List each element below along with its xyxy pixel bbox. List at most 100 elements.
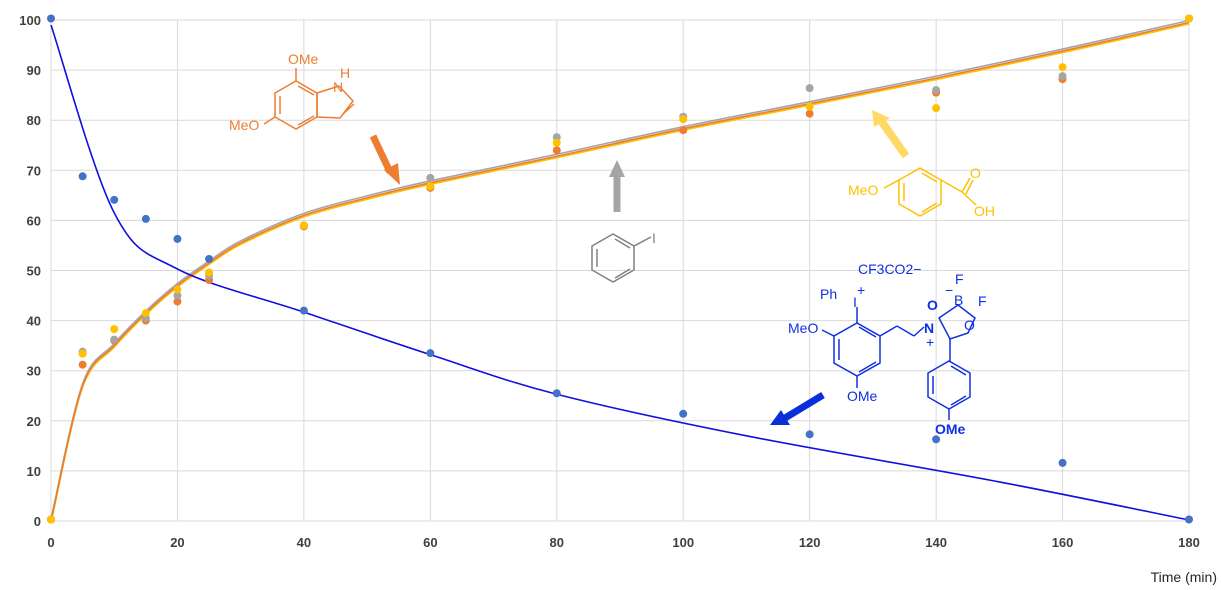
x-tick-label: 160: [1052, 535, 1074, 550]
y-tick-label: 60: [27, 213, 41, 228]
y-tick-label: 0: [34, 514, 41, 529]
y-tick-label: 50: [27, 264, 41, 279]
data-point: [205, 254, 214, 263]
y-tick-label: 100: [19, 13, 41, 28]
data-point: [679, 115, 688, 124]
x-tick-label: 20: [170, 535, 184, 550]
y-tick-label: 80: [27, 113, 41, 128]
data-point: [78, 360, 87, 369]
x-tick-label: 80: [550, 535, 564, 550]
data-point: [299, 221, 308, 230]
reagent-ome-aryl-label: OMe: [935, 421, 966, 437]
data-point: [110, 325, 119, 334]
x-tick-label: 0: [47, 535, 54, 550]
data-point: [932, 435, 941, 444]
fit-curve-rising: [50, 21, 1190, 522]
reagent-ph-label: Ph: [820, 286, 837, 302]
data-point: [173, 234, 182, 243]
blue-arrow: [770, 392, 825, 425]
anisic-oh-label: OH: [974, 203, 995, 219]
reagent-i-label: I: [853, 294, 857, 310]
y-tick-label: 90: [27, 63, 41, 78]
data-point: [679, 409, 688, 418]
anisic-o-label: O: [970, 165, 981, 181]
fit-curve-decreasing: [50, 24, 1190, 521]
data-point: [173, 291, 182, 300]
x-tick-label: 120: [799, 535, 821, 550]
data-point: [205, 268, 214, 277]
anisic-acid-structure: [883, 167, 977, 217]
reagent-ome-label: OMe: [847, 388, 878, 404]
y-tick-label: 20: [27, 414, 41, 429]
data-point: [426, 182, 435, 191]
data-point: [552, 389, 561, 398]
data-point: [1185, 14, 1193, 23]
fit-curve-rising: [50, 19, 1190, 520]
yellow-arrow: [872, 110, 910, 159]
y-tick-label: 40: [27, 314, 41, 329]
reagent-o1-label: O: [927, 297, 938, 313]
data-point: [679, 126, 688, 135]
indole-structure: [263, 68, 355, 130]
anisic-meo-label: MeO: [848, 182, 878, 198]
y-tick-label: 10: [27, 464, 41, 479]
y-tick-label: 30: [27, 364, 41, 379]
data-point: [805, 84, 814, 93]
indole-ome-label: OMe: [288, 51, 319, 67]
data-point: [110, 335, 119, 344]
reagent-plus2-label: +: [926, 334, 934, 350]
x-axis-ticks: 0 20 40 60 80 100 120 140 160 180: [47, 535, 1199, 550]
data-point: [932, 104, 941, 113]
indole-meo-label: MeO: [229, 117, 259, 133]
data-points: [47, 14, 1193, 524]
data-point: [552, 138, 561, 147]
data-point: [47, 515, 55, 524]
indole-h-label: H: [340, 65, 350, 81]
reagent-minus-label: −: [945, 282, 953, 298]
data-point: [1058, 63, 1067, 72]
reagent-n-label: N: [924, 320, 934, 336]
data-point: [141, 214, 150, 223]
reagent-anion-label: CF3CO2−: [858, 261, 921, 277]
data-point: [805, 430, 814, 439]
data-point: [805, 102, 814, 111]
data-point: [552, 146, 561, 155]
data-point: [141, 309, 150, 318]
data-point: [173, 285, 182, 294]
data-point: [426, 173, 435, 182]
reagent-structure: [821, 304, 976, 420]
data-point: [552, 133, 561, 142]
data-point: [1185, 515, 1193, 524]
reagent-meo-label: MeO: [788, 320, 818, 336]
x-tick-label: 60: [423, 535, 437, 550]
reagent-o2-label: O: [964, 317, 975, 333]
data-point: [805, 109, 814, 118]
x-tick-label: 100: [672, 535, 694, 550]
data-point: [426, 349, 435, 358]
reagent-b-label: B: [954, 292, 963, 308]
fit-curve-rising: [50, 23, 1190, 523]
x-axis-label: Time (min): [1151, 569, 1217, 585]
reagent-f2-label: F: [978, 293, 987, 309]
data-point: [110, 195, 119, 204]
x-tick-label: 180: [1178, 535, 1200, 550]
data-point: [78, 172, 87, 181]
data-point: [78, 349, 87, 358]
y-axis-ticks: 0 10 20 30 40 50 60 70 80 90 100: [19, 13, 41, 529]
indole-n-label: N: [333, 79, 343, 95]
data-point: [47, 14, 55, 23]
reagent-plus-label: +: [857, 282, 865, 298]
y-tick-label: 70: [27, 163, 41, 178]
orange-arrow: [369, 134, 400, 185]
data-point: [932, 86, 941, 95]
data-point: [1058, 458, 1067, 467]
gray-arrow: [609, 160, 625, 212]
x-tick-label: 140: [925, 535, 947, 550]
data-point: [1058, 72, 1067, 81]
reagent-f1-label: F: [955, 271, 964, 287]
fit-curves: [50, 19, 1190, 523]
iodobenzene-i-label: I: [652, 230, 656, 246]
x-tick-label: 40: [297, 535, 311, 550]
data-point: [173, 297, 182, 306]
